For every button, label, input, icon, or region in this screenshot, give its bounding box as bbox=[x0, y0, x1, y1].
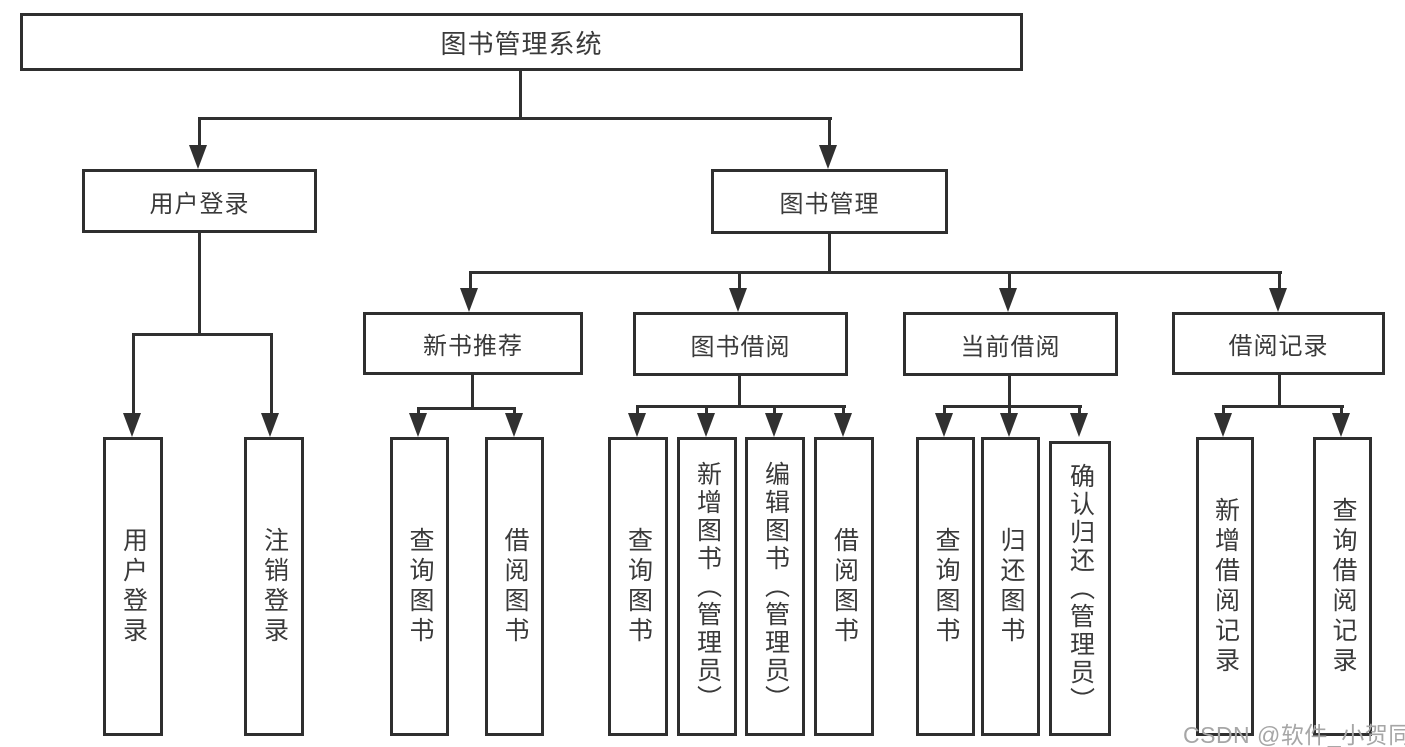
leaf-label: 查询图书 bbox=[406, 526, 434, 647]
edge-line bbox=[198, 117, 832, 120]
arrow-down-icon bbox=[729, 288, 747, 312]
arrow-down-icon bbox=[1214, 413, 1232, 437]
node-new-book-recommend: 新书推荐 bbox=[363, 312, 583, 375]
csdn-watermark: CSDN @软件_小贺同学 bbox=[1183, 722, 1405, 747]
edge-line bbox=[1340, 405, 1343, 415]
node-user-login: 用户登录 bbox=[82, 169, 317, 233]
arrow-down-icon bbox=[999, 288, 1017, 312]
edge-line bbox=[198, 232, 201, 335]
arrow-down-icon bbox=[834, 413, 852, 437]
leaf-label: 查询图书 bbox=[624, 526, 653, 647]
arrow-down-icon bbox=[765, 413, 783, 437]
leaf-query-book-2: 查询图书 bbox=[608, 437, 668, 736]
edge-line bbox=[1078, 405, 1081, 415]
leaf-edit-book-admin: 编辑图书（管理员） bbox=[745, 437, 805, 736]
arrow-down-icon bbox=[697, 413, 715, 437]
leaf-label: 注销登录 bbox=[260, 526, 289, 647]
arrow-down-icon bbox=[1332, 413, 1350, 437]
arrow-down-icon bbox=[505, 413, 523, 437]
edge-line bbox=[1008, 271, 1011, 291]
leaf-query-book-3: 查询图书 bbox=[916, 437, 975, 736]
leaf-add-borrow-record: 新增借阅记录 bbox=[1196, 437, 1254, 736]
leaf-label: 查询图书 bbox=[932, 526, 960, 647]
edge-line bbox=[1278, 271, 1281, 291]
edge-line bbox=[469, 271, 472, 291]
edge-line bbox=[270, 333, 273, 415]
node-borrowing-records: 借阅记录 bbox=[1172, 312, 1385, 375]
leaf-user-login: 用户登录 bbox=[103, 437, 163, 736]
arrow-down-icon bbox=[819, 145, 837, 169]
edge-line bbox=[513, 407, 516, 417]
leaf-query-book-1: 查询图书 bbox=[390, 437, 449, 736]
arrow-down-icon bbox=[409, 413, 427, 437]
leaf-logout: 注销登录 bbox=[244, 437, 304, 736]
edge-line bbox=[738, 271, 741, 291]
leaf-label: 用户登录 bbox=[119, 526, 148, 647]
edge-line bbox=[1008, 405, 1011, 415]
leaf-label: 查询借阅记录 bbox=[1329, 496, 1357, 677]
node-root: 图书管理系统 bbox=[20, 13, 1023, 71]
node-book-management: 图书管理 bbox=[711, 169, 948, 234]
leaf-label: 归还图书 bbox=[997, 526, 1025, 647]
edge-line bbox=[828, 234, 831, 274]
edge-line bbox=[943, 405, 946, 415]
edge-line bbox=[471, 375, 474, 410]
edge-line bbox=[773, 405, 776, 415]
edge-line bbox=[1222, 405, 1225, 415]
edge-line bbox=[417, 407, 516, 410]
leaf-label: 新增图书（管理员） bbox=[693, 460, 722, 713]
edge-line bbox=[417, 407, 420, 417]
arrow-down-icon bbox=[1000, 413, 1018, 437]
leaf-return-book: 归还图书 bbox=[981, 437, 1040, 736]
arrow-down-icon bbox=[123, 413, 141, 437]
node-current-borrowing: 当前借阅 bbox=[903, 312, 1118, 376]
edge-line bbox=[469, 271, 1282, 274]
arrow-down-icon bbox=[460, 288, 478, 312]
edge-line bbox=[636, 405, 846, 408]
edge-line bbox=[1008, 376, 1011, 408]
arrow-down-icon bbox=[1269, 288, 1287, 312]
leaf-query-borrow-record: 查询借阅记录 bbox=[1313, 437, 1372, 736]
leaf-confirm-return-admin: 确认归还（管理员） bbox=[1049, 441, 1111, 736]
leaf-borrow-book-1: 借阅图书 bbox=[485, 437, 544, 736]
edge-line bbox=[198, 117, 201, 149]
edge-line bbox=[943, 405, 1082, 408]
edge-line bbox=[132, 333, 273, 336]
arrow-down-icon bbox=[189, 145, 207, 169]
arrow-down-icon bbox=[935, 413, 953, 437]
arrow-down-icon bbox=[261, 413, 279, 437]
arrow-down-icon bbox=[1070, 413, 1088, 437]
leaf-label: 确认归还（管理员） bbox=[1066, 462, 1095, 715]
leaf-label: 借阅图书 bbox=[830, 526, 859, 647]
edge-line bbox=[842, 405, 845, 415]
edge-line bbox=[636, 405, 639, 415]
edge-line bbox=[705, 405, 708, 415]
edge-line bbox=[1278, 375, 1281, 408]
leaf-label: 编辑图书（管理员） bbox=[761, 460, 790, 713]
leaf-borrow-book-2: 借阅图书 bbox=[814, 437, 874, 736]
edge-line bbox=[1222, 405, 1344, 408]
leaf-label: 借阅图书 bbox=[501, 526, 529, 647]
arrow-down-icon bbox=[628, 413, 646, 437]
edge-line bbox=[519, 70, 522, 119]
edge-line bbox=[738, 376, 741, 408]
edge-line bbox=[828, 117, 831, 149]
leaf-label: 新增借阅记录 bbox=[1211, 496, 1240, 677]
node-book-borrowing: 图书借阅 bbox=[633, 312, 848, 376]
edge-line bbox=[132, 333, 135, 415]
leaf-add-book-admin: 新增图书（管理员） bbox=[677, 437, 737, 736]
